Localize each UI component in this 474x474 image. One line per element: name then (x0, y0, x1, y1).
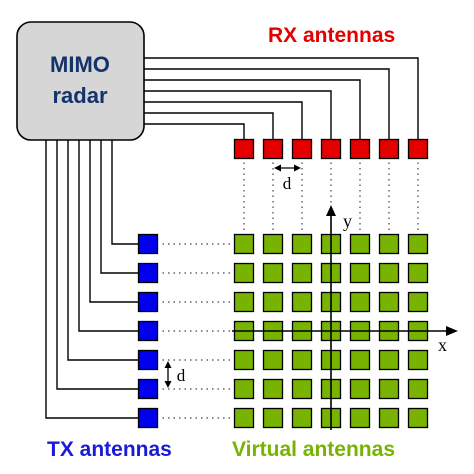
virtual-antenna (349, 291, 371, 313)
tx-feed-line (89, 140, 139, 303)
rx-antenna (262, 138, 284, 160)
tx-spacing-label: d (177, 366, 186, 385)
virtual-antenna (378, 378, 400, 400)
virtual-antenna-grid (233, 233, 429, 429)
tx-feed-line (56, 140, 139, 390)
virtual-antenna (233, 262, 255, 284)
rx-feed-line (144, 79, 361, 140)
virtual-antenna (349, 233, 371, 255)
virtual-antenna (407, 407, 429, 429)
rx-antenna (320, 138, 342, 160)
rx-feed-line (144, 112, 274, 140)
virtual-antenna (262, 291, 284, 313)
rx-antenna (378, 138, 400, 160)
tx-feed-line (45, 140, 139, 419)
virtual-antenna (262, 378, 284, 400)
virtual-antenna (407, 291, 429, 313)
x-axis-label: x (438, 335, 447, 355)
x-axis-arrowhead (446, 326, 458, 336)
tx-antenna (137, 233, 159, 255)
rx-feed-lines (144, 57, 419, 140)
virtual-antenna (233, 378, 255, 400)
rx-antenna (233, 138, 255, 160)
virtual-antenna (291, 233, 313, 255)
tx-projection-dots (162, 243, 232, 419)
virtual-antenna (378, 291, 400, 313)
tx-feed-line (78, 140, 139, 332)
tx-antenna-column (137, 233, 159, 429)
rx-spacing-marker (274, 164, 301, 172)
virtual-antenna (378, 233, 400, 255)
virtual-antenna (291, 291, 313, 313)
virtual-antenna (378, 262, 400, 284)
rx-feed-line (144, 101, 303, 140)
tx-feed-lines (45, 140, 139, 419)
controller-label-line1: MIMO (50, 52, 110, 77)
virtual-antenna (349, 378, 371, 400)
virtual-antenna (407, 262, 429, 284)
virtual-antenna (262, 349, 284, 371)
rx-antenna (407, 138, 429, 160)
rx-spacing-arrow-left (274, 164, 281, 172)
virtual-antenna (262, 407, 284, 429)
rx-feed-line (144, 90, 332, 140)
tx-feed-line (67, 140, 139, 361)
virtual-array-axes (232, 205, 458, 430)
virtual-antenna (291, 407, 313, 429)
rx-spacing-label: d (283, 174, 292, 193)
tx-spacing-marker (164, 361, 172, 388)
virtual-antenna (233, 407, 255, 429)
tx-antenna (137, 320, 159, 342)
rx-feed-line (144, 57, 419, 140)
virtual-antenna (378, 349, 400, 371)
virtual-antenna (349, 349, 371, 371)
rx-antenna (291, 138, 313, 160)
tx-spacing-arrow-up (164, 361, 172, 368)
tx-antenna (137, 378, 159, 400)
controller-box-shape (16, 21, 145, 141)
tx-antenna (137, 349, 159, 371)
virtual-antennas-title: Virtual antennas (232, 438, 395, 461)
controller-label-line2: radar (52, 83, 107, 108)
y-axis-label: y (343, 211, 352, 231)
rx-antenna (349, 138, 371, 160)
virtual-antenna (233, 349, 255, 371)
rx-feed-line (144, 68, 390, 140)
rx-spacing-arrow-right (294, 164, 301, 172)
virtual-antenna (349, 407, 371, 429)
virtual-antenna (407, 233, 429, 255)
tx-feed-line (111, 140, 139, 245)
virtual-antenna (291, 349, 313, 371)
virtual-antenna (262, 262, 284, 284)
virtual-antenna (349, 262, 371, 284)
mimo-radar-box: MIMO radar (16, 21, 145, 141)
virtual-antenna (378, 407, 400, 429)
virtual-antenna (407, 378, 429, 400)
virtual-antenna (291, 262, 313, 284)
rx-projection-dots (243, 162, 419, 232)
virtual-antenna (291, 378, 313, 400)
y-axis-arrowhead (326, 205, 336, 216)
rx-antennas-title: RX antennas (268, 24, 395, 47)
virtual-antenna (407, 349, 429, 371)
virtual-antenna (233, 233, 255, 255)
virtual-antenna (233, 291, 255, 313)
tx-antennas-title: TX antennas (47, 438, 172, 461)
virtual-antenna (262, 233, 284, 255)
tx-feed-line (100, 140, 139, 274)
rx-feed-line (144, 123, 245, 140)
tx-antenna (137, 291, 159, 313)
rx-antenna-row (233, 138, 429, 160)
tx-antenna (137, 407, 159, 429)
tx-spacing-arrow-down (164, 381, 172, 388)
tx-antenna (137, 262, 159, 284)
